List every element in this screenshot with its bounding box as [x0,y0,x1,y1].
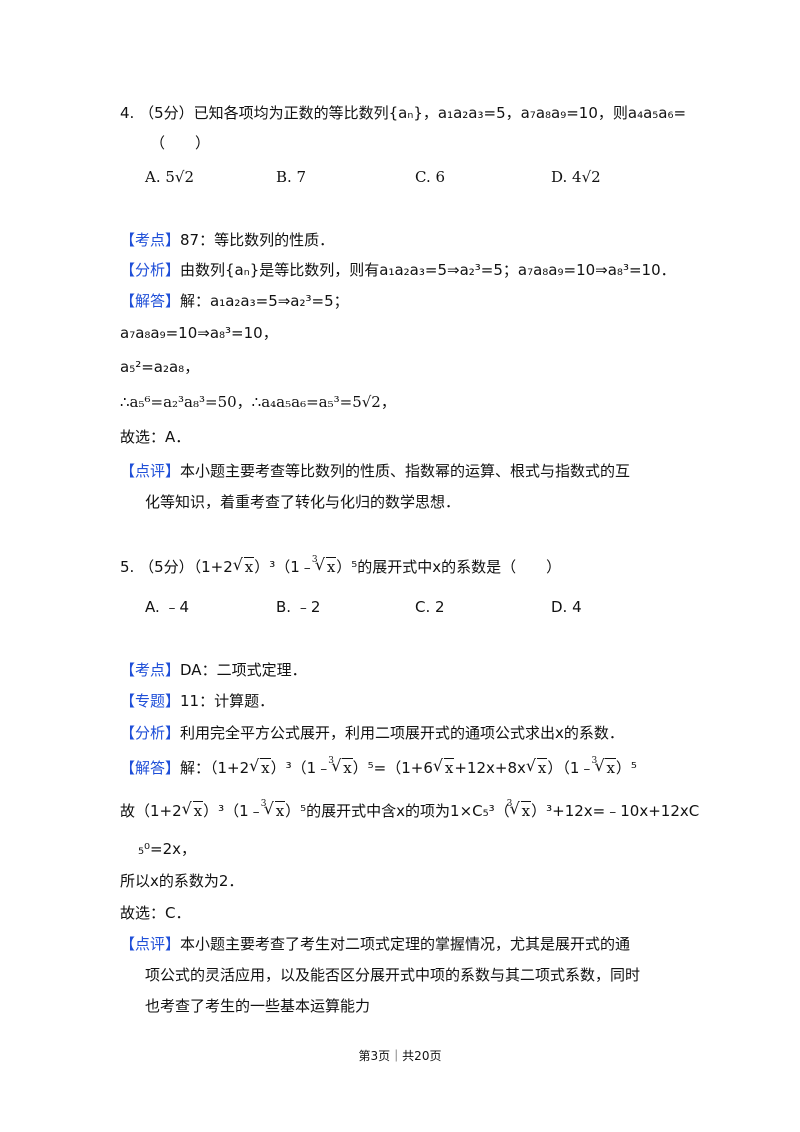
fenxi-text: 利用完全平方公式展开，利用二项展开式的通项公式求出x的系数． [180,724,624,742]
q5-dianping-line1: 【点评】本小题主要考查了考生对二项式定理的掌握情况，尤其是展开式的通 [120,933,630,955]
cbrt-x: 3√x [506,799,532,820]
q4-option-d: D. 4√2 [551,168,601,186]
q4-stem-line1: 4. （5分）已知各项均为正数的等比数列{aₙ}，a₁a₂a₃=5，a₇a₈a₉… [120,104,687,122]
cbrt-x: 3√x [328,756,353,777]
q5-stem: 5. （5分）（1+2√x）³（1﹣3√x）⁵的展开式中x的系数是（ ） [120,555,562,578]
q5-gu-line2: ₅⁰=2x， [138,840,197,858]
zhuanti-tag: 【专题】 [120,692,181,710]
fenxi-tag: 【分析】 [120,724,181,742]
dianping-tag: 【点评】 [120,462,181,480]
dianping-text-1: 本小题主要考查等比数列的性质、指数幂的运算、根式与指数式的互 [180,462,631,480]
q5-suoyi: 所以x的系数为2． [120,872,244,890]
kaodian-tag: 【考点】 [120,661,181,679]
q5-option-c: C. 2 [415,598,445,616]
jieda-tag: 【解答】 [120,292,181,310]
gu-a: 故（1+2 [120,802,182,820]
q4-step2: a₅²=a₂a₈， [120,358,200,376]
q4-answer: 故选：A． [120,428,191,446]
sqrt-x: √x [249,756,271,777]
q5-fenxi: 【分析】利用完全平方公式展开，利用二项展开式的通项公式求出x的系数． [120,722,624,744]
cbrt-x: 3√x [311,555,337,576]
sqrt-x: √x [432,756,455,777]
jieda-text: 解：a₁a₂a₃=5⇒a₂³=5； [180,292,349,310]
cbrt-x: 3√x [591,756,616,777]
q4-jieda: 【解答】解：a₁a₂a₃=5⇒a₂³=5； [120,290,349,312]
gu-d: ）³+12x=﹣10x+12xC [531,802,700,820]
jieda-c: ）⁵=（1+6 [352,759,433,777]
q4-option-b: B. 7 [276,168,307,186]
jieda-f: ）⁵ [615,759,637,777]
kaodian-text: DA：二项式定理． [180,661,307,679]
jieda-tag: 【解答】 [120,759,181,777]
kaodian-tag: 【考点】 [120,231,181,249]
gu-c: ）⁵的展开式中含x的项为1×C₅³（ [285,802,510,820]
q4-stem-line2: （ ） [150,134,211,152]
fenxi-text: 由数列{aₙ}是等比数列，则有a₁a₂a₃=5⇒a₂³=5；a₇a₈a₉=10⇒… [180,261,676,279]
q4-option-c: C. 6 [415,168,446,186]
q5-option-a: A. ﹣4 [145,598,190,616]
q4-dianping-line2: 化等知识，着重考查了转化与化归的数学思想． [145,493,461,511]
dianping-text-1: 本小题主要考查了考生对二项式定理的掌握情况，尤其是展开式的通 [180,935,631,953]
q5-dianping-line2: 项公式的灵活应用，以及能否区分展开式中项的系数与其二项式系数，同时 [145,966,641,984]
q5-jieda: 【解答】解：（1+2√x）³（1﹣3√x）⁵=（1+6√x+12x+8x√x）（… [120,756,637,779]
q5-dianping-line3: 也考查了考生的一些基本运算能力 [145,997,371,1015]
q4-step3: ∴a₅⁶=a₂³a₈³=50，∴a₄a₅a₆=a₅³=5√2， [120,393,396,411]
kaodian-text: 87：等比数列的性质． [180,231,335,249]
cbrt-x: 3√x [260,799,286,820]
jieda-d: +12x+8x [454,759,526,777]
q5-option-d: D. 4 [551,598,582,616]
sqrt-x: √x [232,555,255,576]
q5-gu-line: 故（1+2√x）³（1﹣3√x）⁵的展开式中含x的项为1×C₅³（3√x）³+1… [120,799,700,822]
gu-b: ）³（1﹣ [203,802,264,820]
fenxi-tag: 【分析】 [120,261,181,279]
zhuanti-text: 11：计算题． [180,692,275,710]
sqrt-x: √x [181,799,204,820]
q5-stem-b: ）³（1﹣ [254,558,315,576]
q5-kaodian: 【考点】DA：二项式定理． [120,659,307,681]
q4-option-a: A. 5√2 [145,168,195,186]
q5-stem-c: ）⁵的展开式中x的系数是（ ） [336,558,562,576]
jieda-b: ）³（1﹣ [270,759,332,777]
q5-option-b: B. ﹣2 [276,598,321,616]
q4-dianping-line1: 【点评】本小题主要考查等比数列的性质、指数幂的运算、根式与指数式的互 [120,460,630,482]
jieda-e: ）（1﹣ [547,759,595,777]
q5-answer: 故选：C． [120,904,191,922]
q4-kaodian: 【考点】87：等比数列的性质． [120,229,334,251]
q4-fenxi: 【分析】由数列{aₙ}是等比数列，则有a₁a₂a₃=5⇒a₂³=5；a₇a₈a₉… [120,259,676,281]
q5-zhuanti: 【专题】11：计算题． [120,690,274,712]
sqrt-x: √x [525,756,548,777]
q5-stem-a: 5. （5分）（1+2 [120,558,233,576]
dianping-tag: 【点评】 [120,935,181,953]
page-footer: 第3页｜共20页 [358,1049,442,1063]
q4-step1: a₇a₈a₉=10⇒a₈³=10， [120,324,278,342]
jieda-a: 解：（1+2 [180,759,250,777]
